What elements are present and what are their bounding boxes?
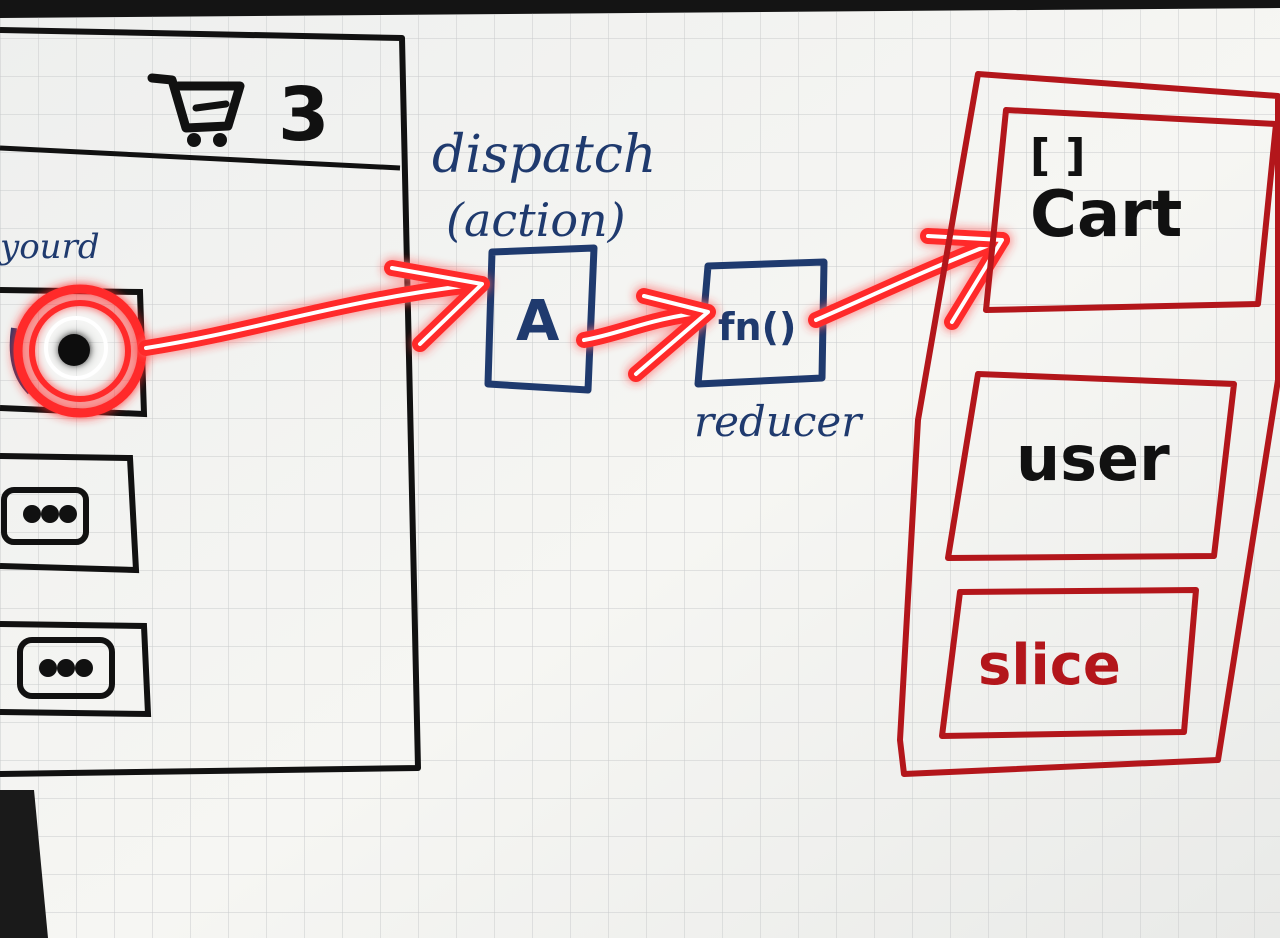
product-row-3[interactable]: [0, 621, 152, 718]
cart-count-badge: 3: [278, 72, 330, 158]
cart-slice-label: Cart: [1030, 178, 1182, 252]
arrow-button-to-action: [138, 260, 490, 356]
add-button-icon[interactable]: [1, 487, 89, 545]
cart-slice-brackets: [ ]: [1030, 130, 1086, 181]
add-button-icon[interactable]: [17, 637, 115, 699]
screen-bezel: [0, 790, 48, 938]
slice-label: slice: [978, 633, 1121, 698]
arrow-action-to-reducer: [576, 288, 716, 382]
reducer-function-text: fn(): [718, 305, 796, 349]
product-label: yourd: [0, 227, 100, 267]
dispatch-flow: dispatch (action) A fn() reducer: [138, 125, 1010, 446]
redux-store: [897, 71, 1280, 777]
product-row-2[interactable]: [0, 453, 140, 574]
add-button-highlight[interactable]: [13, 284, 147, 418]
user-slice: [945, 371, 1237, 561]
action-box: A: [484, 244, 598, 394]
shopping-cart-icon: [147, 73, 245, 147]
reducer-function-box: fn(): [694, 258, 828, 388]
slice-box: [939, 587, 1199, 739]
cart-slice: [983, 107, 1279, 313]
user-slice-label: user: [1016, 422, 1170, 495]
action-box-letter: A: [516, 289, 560, 354]
shop-ui-sketch: 3 yourd: [0, 27, 421, 777]
action-label: (action): [446, 193, 626, 247]
dispatch-label: dispatch: [432, 125, 656, 185]
reducer-label: reducer: [694, 397, 864, 446]
